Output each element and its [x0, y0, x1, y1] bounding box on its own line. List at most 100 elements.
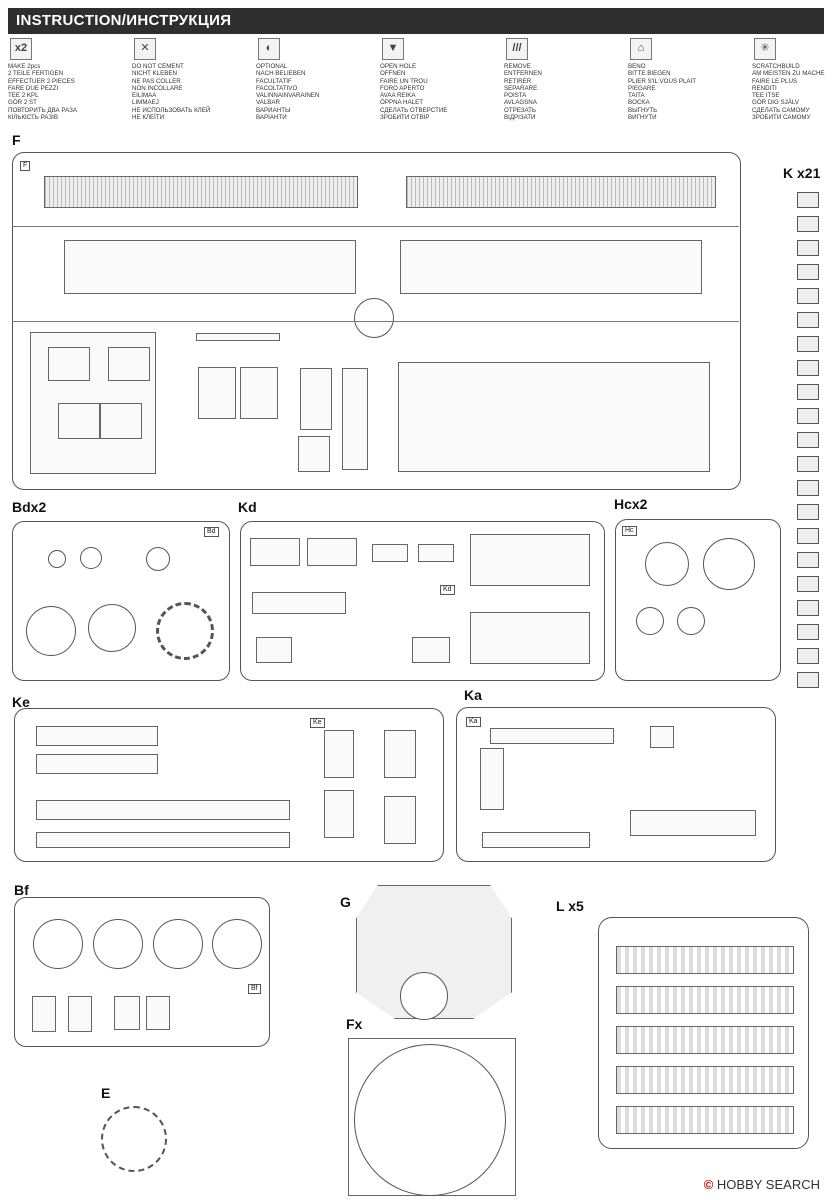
part-bd8-road-wheel — [88, 604, 136, 652]
track-link-row — [616, 1066, 794, 1094]
part-f5-hatch-a — [48, 347, 90, 381]
track-link — [797, 216, 819, 232]
legend-line: ВАРИАНТЫ — [256, 106, 291, 114]
track-link — [797, 552, 819, 568]
part-hc7-wheel — [636, 607, 664, 635]
legend-line: AVLAGSNA — [504, 99, 537, 107]
legend-line: PIEGARE — [628, 84, 656, 92]
sprue-label-fx: Fx — [346, 1016, 363, 1032]
watermark-brand: HOBBY SEARCH — [716, 1177, 820, 1192]
part-f2-side-skirt — [406, 176, 716, 208]
sprue-f-center-ring — [354, 298, 394, 338]
header-bar: INSTRUCTION/ИНСТРУКЦИЯ — [8, 8, 824, 34]
part-ka6 — [630, 810, 756, 836]
sprue-tag-ke: Ke — [310, 718, 325, 728]
part-ka5 — [650, 726, 674, 748]
sprue-label-ka: Ka — [464, 687, 482, 703]
sprue-label-g: G — [340, 894, 351, 910]
legend-line: GÖR DIG SJÄLV — [752, 99, 799, 107]
bend-icon: ⌂ — [630, 38, 652, 60]
part-f12-bracket — [300, 368, 332, 430]
legend-line: СДЕЛАТЬ ОТВЕРСТИЕ — [380, 106, 448, 114]
sprue-label-kd: Kd — [238, 499, 257, 515]
legend-line: BENO — [628, 63, 646, 70]
part-hc8-wheel — [677, 607, 705, 635]
legend-line: TAITA — [628, 92, 645, 100]
track-link — [797, 576, 819, 592]
part-hc1-hub — [645, 542, 689, 586]
legend-line: LIMMAEJ — [132, 99, 159, 107]
legend-line: ВАРІАНТИ — [256, 114, 287, 122]
part-bf5 — [32, 996, 56, 1032]
part-f4-hull-side — [400, 240, 702, 294]
part-ke14 — [324, 730, 354, 778]
part-ke15 — [324, 790, 354, 838]
part-bd7-road-wheel — [26, 606, 76, 656]
part-kd14-panel — [470, 612, 590, 664]
part-f13-bracket — [298, 436, 330, 472]
sprue-label-l: L x5 — [556, 898, 584, 914]
part-f1-side-skirt — [44, 176, 358, 208]
legend-line: ВІДРІЗАТИ — [504, 114, 536, 122]
legend-line: OFFNEN — [380, 70, 406, 78]
track-link — [797, 288, 819, 304]
part-ke1 — [36, 726, 158, 746]
legend-line: AVAA REIKA — [380, 92, 416, 100]
legend-line: OPTIONAL — [256, 63, 288, 70]
legend-line: FORO APERTO — [380, 84, 425, 92]
track-link — [797, 600, 819, 616]
part-ka1 — [480, 748, 504, 810]
sprue-tag-ka: Ka — [466, 717, 481, 727]
track-link-row — [616, 986, 794, 1014]
track-link — [797, 192, 819, 208]
make-2pcs-icon: x2 — [10, 38, 32, 60]
part-f14-bracket — [342, 368, 368, 470]
part-kd13-panel — [470, 534, 590, 586]
legend-line: EILIMAA — [132, 92, 157, 100]
part-f23-hull-floor — [398, 362, 710, 472]
legend-line: ОТРЕЗАТЬ — [504, 106, 536, 114]
track-link — [797, 624, 819, 640]
legend-line: OPEN HOLE — [380, 63, 417, 70]
track-link — [797, 336, 819, 352]
legend-line: BOCKA — [628, 99, 650, 107]
legend-line: FACOLTATIVO — [256, 84, 298, 92]
legend-line: SCRATCHBUILD — [752, 63, 800, 70]
sprue-tag-hc: Hc — [622, 526, 637, 536]
legend-line: НЕ ИСПОЛЬЗОВАТЬ КЛЕЙ — [132, 106, 211, 114]
legend-line: ВЫГНУТЬ — [628, 106, 658, 114]
part-bf2-ring — [93, 919, 143, 969]
legend-line: TEE ITSE — [752, 92, 780, 100]
part-kd3 — [372, 544, 408, 562]
part-bf3-ring — [153, 919, 203, 969]
sprue-label-ke: Ke — [12, 694, 30, 710]
part-bf7 — [114, 996, 140, 1030]
part-f5-hatch-d — [100, 403, 142, 439]
part-f7-plate — [198, 367, 236, 419]
part-kd8 — [256, 637, 292, 663]
part-bd-disc-1 — [48, 550, 66, 568]
legend-line: ПОВТОРИТЬ ДВА РАЗА — [8, 106, 78, 114]
part-f6-rod — [196, 333, 280, 341]
legend-line: FARE DUE PEZZI — [8, 84, 59, 92]
sprue-f-runner-1 — [12, 226, 739, 228]
track-link — [797, 312, 819, 328]
sprue-label-bf: Bf — [14, 882, 29, 898]
part-e-gear — [101, 1106, 167, 1172]
sprue-f-runner-2 — [12, 321, 739, 323]
sprue-label-e: E — [101, 1085, 111, 1101]
track-link-row — [616, 1026, 794, 1054]
legend-line: FAIRE UN TROU — [380, 77, 428, 85]
legend-line: ЗРОБИТИ САМОМУ — [752, 114, 811, 122]
legend-line: BITTE BIEGEN — [628, 70, 671, 78]
part-kd12 — [412, 637, 450, 663]
remove-icon: /// — [506, 38, 528, 60]
legend-line: MAKE 2pcs — [8, 63, 41, 70]
track-link — [797, 480, 819, 496]
part-kd5 — [252, 592, 346, 614]
part-kd1 — [250, 538, 300, 566]
sprue-label-bd: Bdx2 — [12, 499, 47, 515]
sprue-label-k: K x21 — [783, 165, 821, 181]
